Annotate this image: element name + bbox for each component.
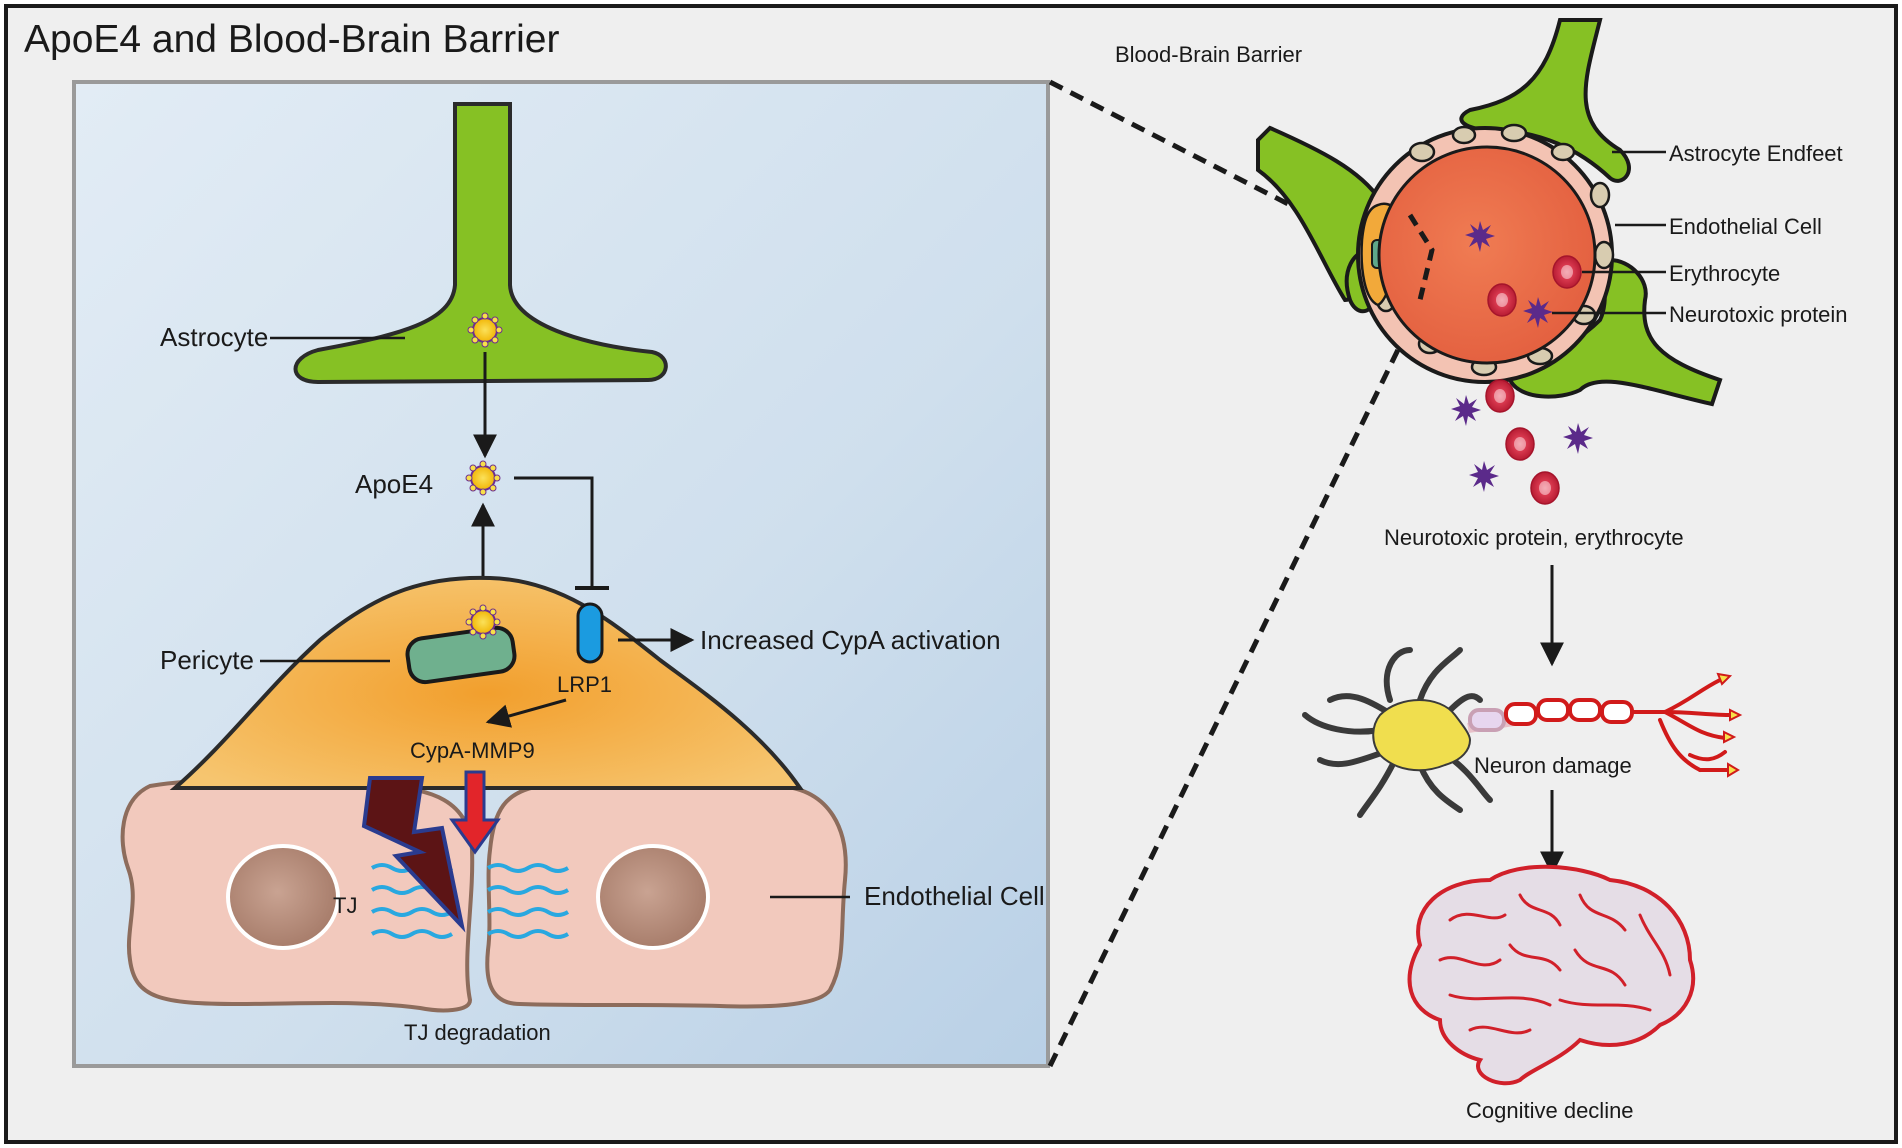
leaked-erythrocyte-icon	[1530, 471, 1560, 505]
pericyte-apoe4-particle	[465, 604, 501, 640]
vessel-endothelial-label: Endothelial Cell	[1669, 214, 1822, 239]
degradation-arrow-icon	[449, 770, 501, 855]
tj-degradation-label: TJ degradation	[404, 1020, 551, 1045]
endothelial-nucleus-right	[596, 844, 710, 950]
lrp1-to-cypa-arrow	[485, 698, 567, 728]
barrier-gap	[1407, 213, 1435, 301]
pericyte-nucleus	[405, 625, 517, 685]
vessel-lumen	[1377, 145, 1597, 365]
endothelial-nucleus-left	[226, 844, 340, 950]
leaked-erythrocyte-icon	[1485, 379, 1515, 413]
erythrocyte-icon	[1487, 283, 1517, 317]
cypa-mmp9-label: CypA-MMP9	[410, 738, 535, 763]
erythrocyte-label: Erythrocyte	[1669, 261, 1780, 286]
inhibition-line	[514, 476, 594, 588]
neurotoxic-protein-label: Neurotoxic protein	[1669, 302, 1848, 327]
brain-icon	[1407, 864, 1696, 1086]
leaked-erythrocyte-icon	[1505, 427, 1535, 461]
neuron-damage-label: Neuron damage	[1474, 753, 1632, 778]
astrocyte-endfeet	[1256, 18, 1723, 407]
lrp1-label: LRP1	[557, 672, 612, 697]
apoe4-particle	[465, 460, 501, 496]
bbb-leader-lines	[1552, 150, 1666, 315]
pericyte-cell	[169, 575, 804, 790]
astrocyte-label: Astrocyte	[160, 322, 268, 352]
tj-label: TJ	[333, 893, 357, 918]
left-panel: Astrocyte ApoE4 Pericyte LRP1 Increased …	[72, 80, 1050, 1068]
pericyte-label: Pericyte	[160, 645, 254, 675]
cognitive-decline-label: Cognitive decline	[1466, 1098, 1634, 1123]
astrocyte-endfeet-label: Astrocyte Endfeet	[1669, 141, 1843, 166]
astrocyte-cell	[293, 102, 668, 385]
lrp1-receptor	[576, 602, 604, 664]
erythrocyte-icon	[1552, 255, 1582, 289]
figure-title: ApoE4 and Blood-Brain Barrier	[24, 18, 559, 61]
astrocyte-apoe4-particle	[467, 312, 503, 348]
leak-caption: Neurotoxic protein, erythrocyte	[1384, 525, 1684, 550]
endothelial-cell-label: Endothelial Cell	[864, 881, 1045, 911]
lightning-bolt-icon	[361, 776, 466, 933]
apoe4-label: ApoE4	[355, 469, 433, 499]
right-panel: Blood-Brain Barrier	[1115, 18, 1848, 1123]
bbb-title: Blood-Brain Barrier	[1115, 42, 1302, 67]
neuron-icon	[1302, 647, 1743, 818]
increased-cypa-label: Increased CypA activation	[700, 625, 1001, 655]
